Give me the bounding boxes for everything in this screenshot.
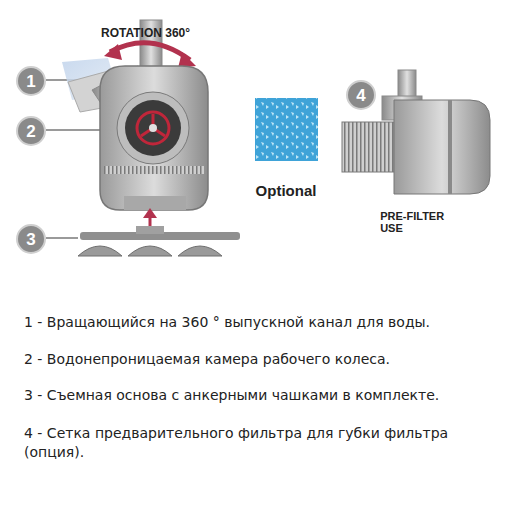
suction-cup bbox=[78, 246, 122, 256]
suction-cup bbox=[178, 246, 222, 256]
rotation-label: ROTATION 360° bbox=[101, 26, 190, 40]
impeller-blades bbox=[141, 114, 165, 136]
option-label: Optional bbox=[256, 182, 317, 199]
callout-number: 2 bbox=[26, 123, 35, 140]
housing-foot bbox=[124, 196, 186, 210]
list-item: 4 - Сетка предварительного фильтра для г… bbox=[24, 424, 494, 462]
callout-number: 4 bbox=[356, 87, 365, 104]
arrow-head bbox=[104, 44, 122, 60]
pump-housing bbox=[394, 100, 490, 194]
list-item: 2 - Водонепроницаемая камера рабочего ко… bbox=[24, 351, 390, 367]
prefilter-mesh bbox=[342, 122, 394, 172]
list-item: 3 - Съемная основа с анкерными чашками в… bbox=[24, 387, 439, 403]
leader-line bbox=[46, 237, 78, 239]
list-item: 1 - Вращающийся на 360 ° выпускной канал… bbox=[24, 314, 430, 330]
callout-number: 3 bbox=[26, 231, 35, 248]
impeller bbox=[137, 112, 169, 144]
prefilter-label: PRE-FILTER USE bbox=[380, 210, 467, 234]
callout-circle: 2 bbox=[16, 116, 46, 146]
rotation-arrow bbox=[110, 43, 190, 60]
arrow-head bbox=[143, 208, 157, 218]
housing-ridges bbox=[104, 166, 204, 174]
callout-circle: 3 bbox=[16, 224, 46, 254]
impeller-chamber bbox=[125, 100, 181, 156]
callout-circle: 4 bbox=[346, 80, 376, 110]
callout-number: 1 bbox=[26, 73, 35, 90]
housing-seam bbox=[448, 100, 452, 194]
filter-sponge bbox=[255, 98, 318, 161]
pump-housing bbox=[100, 66, 208, 210]
impeller-chamber bbox=[117, 92, 189, 164]
suction-cup bbox=[128, 246, 172, 256]
base-clip bbox=[136, 226, 164, 234]
callout-circle: 1 bbox=[16, 66, 46, 96]
impeller-hub bbox=[149, 124, 157, 132]
